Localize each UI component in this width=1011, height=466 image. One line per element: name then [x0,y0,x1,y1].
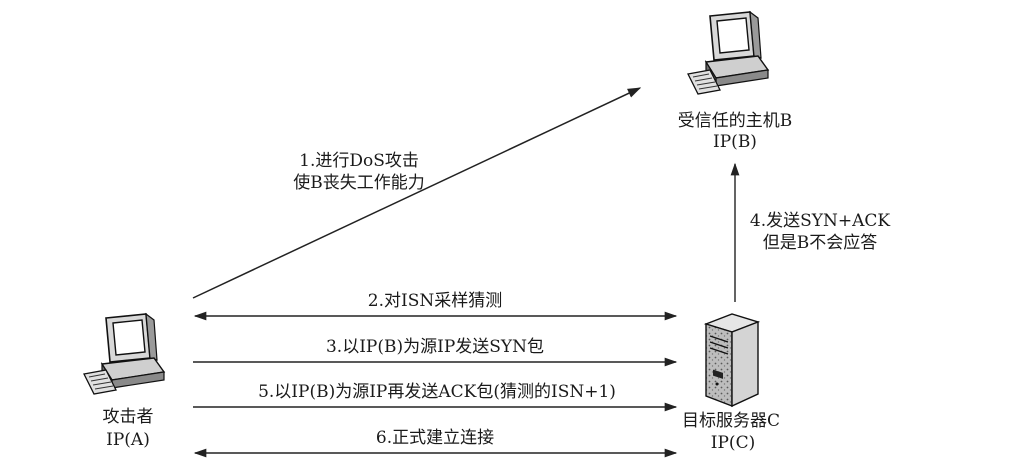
trusted-host-name: 受信任的主机B [677,111,793,131]
target-server-name: 目标服务器C [681,411,780,431]
step-3-label: 3.以IP(B)为源IP发送SYN包 [325,337,545,357]
step-1-label: 1.进行DoS攻击 使B丧失工作能力 [284,150,434,194]
attacker-ip: IP(A) [106,430,150,450]
target-server-ip: IP(C) [710,433,756,453]
step-4-line-2: 但是B不会应答 [762,233,878,253]
step-4-line-1: 4.发送SYN+ACK [749,211,891,231]
trusted-host-computer-icon [687,10,770,95]
attacker-computer-icon [83,312,166,395]
step-1-line-2: 使B丧失工作能力 [293,173,425,193]
target-server-icon [703,313,761,408]
step-1-line-1: 1.进行DoS攻击 [299,151,419,171]
trusted-host-ip: IP(B) [713,132,757,152]
step-6-label: 6.正式建立连接 [375,428,495,448]
step-2-label: 2.对ISN采样猜测 [367,291,503,311]
step-4-label: 4.发送SYN+ACK 但是B不会应答 [740,210,900,254]
step-5-label: 5.以IP(B)为源IP再发送ACK包(猜测的ISN+1) [258,382,616,402]
arrow-dos-attack [192,87,642,299]
attacker-name: 攻击者 [102,407,154,427]
